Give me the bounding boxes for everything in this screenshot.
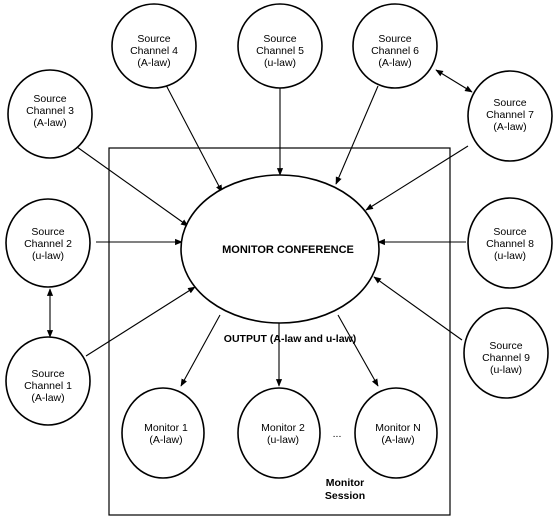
source-4-line-1: Source	[137, 33, 170, 45]
monitor-1-line-1: Monitor 1	[144, 422, 188, 434]
source-channel-9: Source Channel 9 (u-law)	[463, 307, 549, 399]
connector-s4	[165, 84, 223, 193]
source-3-line-2: Channel 3	[26, 105, 74, 117]
source-7-line-1: Source	[493, 97, 526, 109]
connector-s7	[365, 145, 469, 211]
source-4-line-3: (A-law)	[137, 57, 170, 69]
link-s6-s7	[435, 69, 473, 93]
source-7-line-3: (A-law)	[493, 121, 526, 133]
source-2-line-3: (u-law)	[32, 250, 64, 262]
monitor-ellipsis: ...	[333, 428, 342, 440]
monitor-1: Monitor 1 (A-law)	[121, 387, 205, 479]
source-4-line-2: Channel 4	[130, 45, 178, 57]
monitor-1-line-2: (A-law)	[149, 434, 182, 446]
source-7-line-2: Channel 7	[486, 109, 534, 121]
source-channel-3: Source Channel 3 (A-law)	[7, 69, 93, 159]
output-arrow-m1	[180, 314, 221, 387]
monitor-2: Monitor 2 (u-law)	[237, 387, 321, 479]
source-2-line-2: Channel 2	[24, 238, 72, 250]
connectors	[46, 69, 473, 387]
source-3-line-3: (A-law)	[33, 117, 66, 129]
source-channel-2: Source Channel 2 (u-law)	[5, 198, 91, 288]
source-3-line-1: Source	[33, 93, 66, 105]
output-label: OUTPUT (A-law and u-law)	[224, 333, 356, 345]
source-1-line-2: Channel 1	[24, 380, 72, 392]
source-8-line-2: Channel 8	[486, 238, 534, 250]
source-9-line-2: Channel 9	[482, 352, 530, 364]
source-1-line-1: Source	[31, 368, 64, 380]
source-8-line-3: (u-law)	[494, 250, 526, 262]
source-6-line-1: Source	[378, 33, 411, 45]
monitor-n-line-1: Monitor N	[375, 422, 421, 434]
output-arrow-mn	[337, 314, 379, 387]
source-channel-4: Source Channel 4 (A-law)	[111, 3, 197, 89]
source-channel-7: Source Channel 7 (A-law)	[467, 70, 553, 162]
source-9-line-3: (u-law)	[490, 364, 522, 376]
conference-label: MONITOR CONFERENCE	[222, 244, 354, 256]
connector-s9	[373, 276, 463, 341]
source-5-line-2: Channel 5	[256, 45, 304, 57]
session-label-line-2: Session	[325, 490, 365, 502]
source-1-line-3: (A-law)	[31, 392, 64, 404]
connector-s1	[85, 286, 196, 357]
monitor-2-line-2: (u-law)	[267, 434, 299, 446]
monitor-2-line-1: Monitor 2	[261, 422, 305, 434]
source-9-line-1: Source	[489, 340, 522, 352]
monitor-n: Monitor N (A-law)	[354, 387, 438, 479]
source-channel-5: Source Channel 5 (u-law)	[237, 3, 323, 89]
monitor-conference: MONITOR CONFERENCE	[180, 174, 380, 324]
session-label-line-1: Monitor	[326, 477, 365, 489]
source-channel-1: Source Channel 1 (A-law)	[5, 336, 91, 426]
source-channel-8: Source Channel 8 (u-law)	[467, 197, 553, 289]
source-6-line-3: (A-law)	[378, 57, 411, 69]
source-channel-6: Source Channel 6 (A-law)	[352, 3, 438, 89]
connector-s3	[69, 141, 189, 227]
source-5-line-1: Source	[263, 33, 296, 45]
monitor-n-line-2: (A-law)	[381, 434, 414, 446]
source-2-line-1: Source	[31, 226, 64, 238]
source-6-line-2: Channel 6	[371, 45, 419, 57]
connector-s6	[335, 85, 379, 185]
source-5-line-3: (u-law)	[264, 57, 296, 69]
source-8-line-1: Source	[493, 226, 526, 238]
